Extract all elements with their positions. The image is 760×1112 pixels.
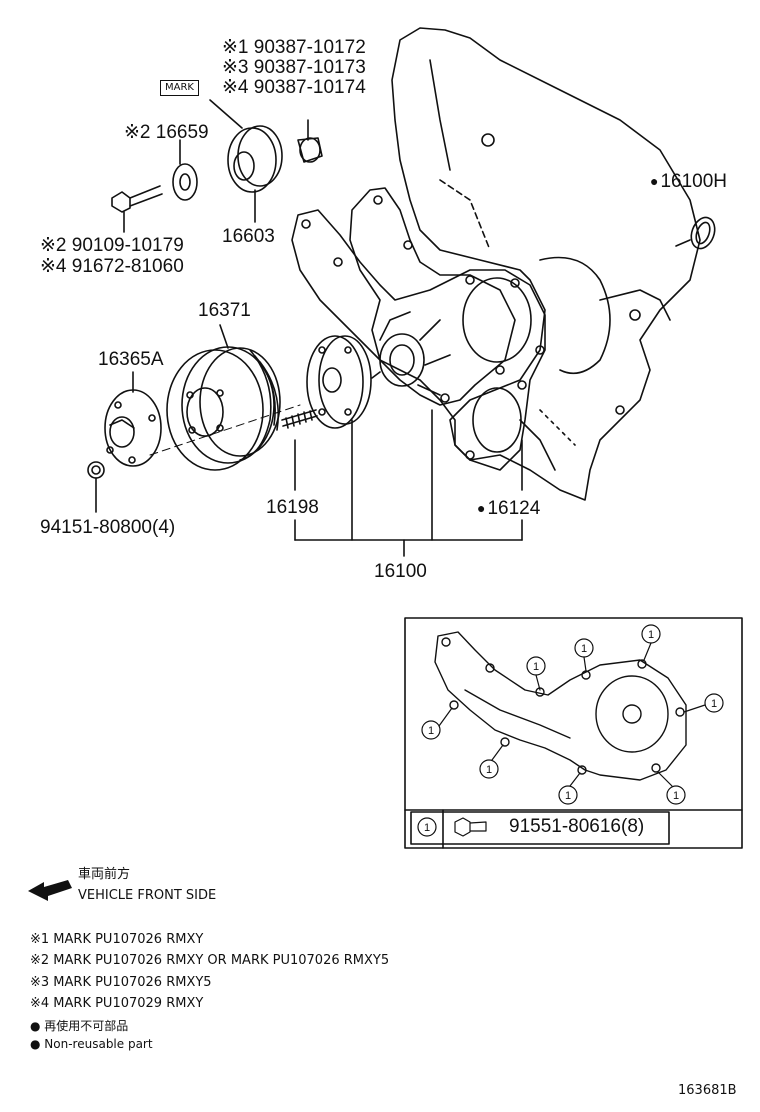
- note-1: ※1 MARK PU107026 RMXY: [30, 932, 204, 947]
- bolt-location-inset: [404, 617, 743, 849]
- idler-pulley-16603: [209, 99, 283, 223]
- figure-id: 163681B: [678, 1083, 737, 1098]
- svg-text:1: 1: [711, 698, 717, 710]
- inset-callouts: [417, 624, 724, 837]
- label-16198: 16198: [266, 497, 319, 518]
- label-90387-10173: ※3 90387-10173: [222, 57, 366, 78]
- nut-94151: [87, 461, 105, 513]
- label-16100: 16100: [374, 561, 427, 582]
- label-16100H: 16100H: [650, 170, 727, 193]
- plate-16659: [172, 139, 198, 201]
- inset-callout-numbers: 1 1 1 1 1 1 1 1 1: [424, 629, 717, 834]
- pulley-16371: [166, 346, 281, 471]
- inset-legend-bolt: [454, 817, 487, 837]
- water-pump-body: [349, 187, 516, 406]
- nonreusable-en: ● Non-reusable part: [30, 1036, 153, 1052]
- svg-text:1: 1: [648, 629, 654, 641]
- note-2: ※2 MARK PU107026 RMXY OR MARK PU107026 R…: [30, 953, 390, 968]
- mark-box: MARK: [160, 80, 199, 96]
- label-91672-81060: ※4 91672-81060: [40, 256, 184, 277]
- label-16659: ※2 16659: [124, 122, 209, 143]
- nonreusable-dot-icon: ●: [30, 1019, 45, 1033]
- svg-text:1: 1: [673, 790, 679, 802]
- stud-bolt-16198: [281, 409, 318, 429]
- label-90387-10172: ※1 90387-10172: [222, 37, 366, 58]
- label-16124: 16124: [477, 497, 540, 520]
- svg-text:1: 1: [533, 661, 539, 673]
- water-pump-gasket: [291, 209, 546, 471]
- svg-text:1: 1: [424, 822, 430, 834]
- label-90387-10174: ※4 90387-10174: [222, 77, 366, 98]
- note-3: ※3 MARK PU107026 RMXY5: [30, 975, 212, 990]
- o-ring-16100H: [675, 216, 716, 250]
- label-16603: 16603: [222, 226, 275, 247]
- vehicle-front-jp: 車両前方: [78, 867, 131, 882]
- label-90109-10179: ※2 90109-10179: [40, 235, 184, 256]
- inset-pump-outline: [434, 631, 687, 781]
- nonreusable-dot-icon: ●: [30, 1037, 45, 1051]
- svg-text:1: 1: [486, 764, 492, 776]
- vehicle-front-en: VEHICLE FRONT SIDE: [78, 888, 217, 903]
- svg-text:1: 1: [581, 643, 587, 655]
- note-4: ※4 MARK PU107029 RMXY: [30, 996, 204, 1011]
- spacer-collar-90387: [297, 119, 323, 163]
- nonreusable-jp: ● 再使用不可部品: [30, 1018, 128, 1034]
- bolt-90109: [111, 185, 163, 233]
- vehicle-front-arrow: [28, 880, 72, 901]
- label-16365A: 16365A: [98, 349, 164, 370]
- svg-text:1: 1: [565, 790, 571, 802]
- label-94151-80800: 94151-80800(4): [40, 517, 176, 538]
- inset-legend-part-number: 91551-80616(8): [509, 816, 645, 837]
- nonreusable-jp-text: 再使用不可部品: [44, 1019, 129, 1033]
- timing-chain-cover: [391, 27, 701, 501]
- pump-flange: [306, 335, 381, 429]
- nonreusable-en-text: Non-reusable part: [44, 1037, 153, 1051]
- label-16371: 16371: [198, 300, 251, 321]
- svg-text:1: 1: [428, 725, 434, 737]
